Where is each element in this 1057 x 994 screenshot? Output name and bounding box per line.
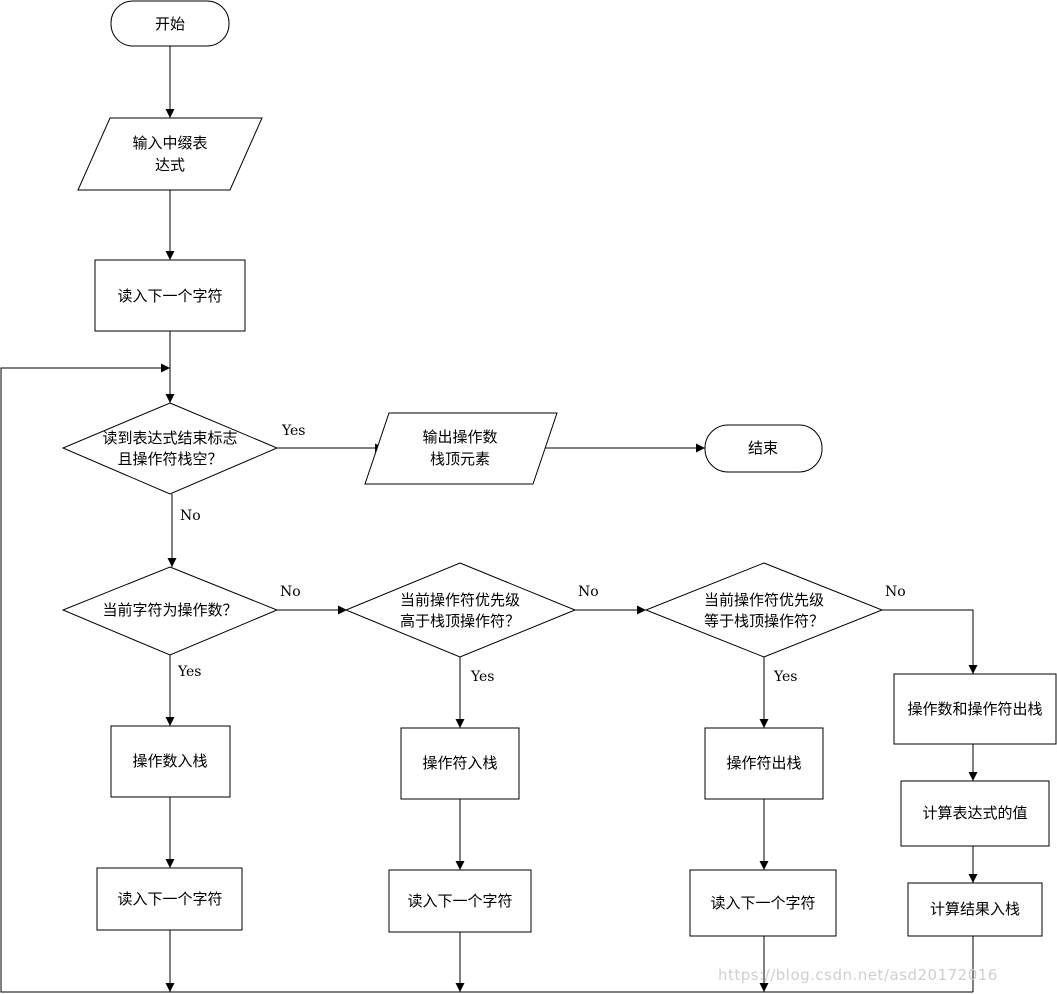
end-terminal-shape <box>704 424 823 473</box>
pop-both-box <box>893 673 1057 745</box>
equal-priority-label-line-1: 当前操作符优先级 <box>704 591 824 609</box>
compute-label: 计算表达式的值 <box>922 804 1027 822</box>
read-next-node-1: 读入下一个字符 <box>94 259 246 332</box>
push-operator-label: 操作符入栈 <box>422 754 497 772</box>
pop-both-label: 操作数和操作符出栈 <box>907 700 1042 718</box>
input-node: 输入中缀表 达式 <box>77 117 263 191</box>
is-operand-diamond <box>61 566 279 656</box>
input-label-line-2: 达式 <box>155 156 185 174</box>
push-operand-node: 操作数入栈 <box>110 725 231 798</box>
push-result-node: 计算结果入栈 <box>907 882 1043 937</box>
yes-label-end-check: Yes <box>281 423 306 439</box>
edge-loop-back <box>0 363 973 993</box>
end-label: 结束 <box>748 439 778 457</box>
start-terminal-shape <box>110 0 230 47</box>
is-operand-label: 当前字符为操作数？ <box>102 601 237 619</box>
compute-box <box>900 780 1050 847</box>
yes-label-equal-priority: Yes <box>773 669 798 685</box>
start-label: 开始 <box>155 15 185 33</box>
push-operator-node: 操作符入栈 <box>400 727 520 800</box>
higher-priority-node: 当前操作符优先级 高于栈顶操作符？ <box>344 562 577 658</box>
equal-priority-diamond <box>644 562 884 658</box>
end-check-node: 读到表达式结束标志 且操作符栈空？ <box>61 402 279 495</box>
no-label-end-check: No <box>180 508 201 524</box>
end-node: 结束 <box>704 424 823 473</box>
end-check-label-line-1: 读到表达式结束标志 <box>102 429 237 447</box>
start-node: 开始 <box>110 0 230 47</box>
no-label-equal-priority: No <box>885 584 906 600</box>
higher-priority-label-line-2: 高于栈顶操作符？ <box>400 612 520 630</box>
push-operand-label: 操作数入栈 <box>132 752 207 770</box>
equal-priority-node: 当前操作符优先级 等于栈顶操作符？ <box>644 562 884 658</box>
end-check-diamond <box>61 402 279 495</box>
push-operator-box <box>400 727 520 800</box>
input-label-line-1: 输入中缀表 <box>132 134 207 152</box>
connectors <box>0 46 978 993</box>
output-node: 输出操作数 栈顶元素 <box>364 412 558 485</box>
edge-labels: Yes No No Yes No Yes No Yes <box>177 423 906 685</box>
output-label-line-1: 输出操作数 <box>422 428 497 446</box>
end-check-label-line-2: 且操作符栈空？ <box>117 450 222 468</box>
read-next-box-1 <box>94 259 246 332</box>
push-result-box <box>907 882 1043 937</box>
read-next-box-2 <box>96 867 243 931</box>
is-operand-node: 当前字符为操作数？ <box>61 566 279 656</box>
input-parallelogram <box>77 117 263 191</box>
no-label-higher-priority: No <box>578 584 599 600</box>
yes-label-is-operand: Yes <box>177 664 202 680</box>
output-parallelogram <box>364 412 558 485</box>
read-next-node-2: 读入下一个字符 <box>96 867 243 931</box>
read-next-node-3: 读入下一个字符 <box>388 869 532 933</box>
read-next-box-4 <box>689 869 837 937</box>
push-result-label: 计算结果入栈 <box>930 900 1020 918</box>
compute-node: 计算表达式的值 <box>900 780 1050 847</box>
edge-equal-no <box>882 609 978 674</box>
read-next-label-4: 读入下一个字符 <box>710 894 815 912</box>
pop-both-node: 操作数和操作符出栈 <box>893 673 1057 745</box>
read-next-box-3 <box>388 869 532 933</box>
higher-priority-diamond <box>344 562 577 658</box>
pop-operator-node: 操作符出栈 <box>704 727 824 800</box>
no-label-is-operand: No <box>280 584 301 600</box>
push-operand-box <box>110 725 231 798</box>
read-next-label-3: 读入下一个字符 <box>407 892 512 910</box>
read-next-node-4: 读入下一个字符 <box>689 869 837 937</box>
yes-label-higher-priority: Yes <box>470 669 495 685</box>
read-next-label-2: 读入下一个字符 <box>117 890 222 908</box>
output-label-line-2: 栈顶元素 <box>430 450 490 468</box>
higher-priority-label-line-1: 当前操作符优先级 <box>400 591 520 609</box>
pop-operator-label: 操作符出栈 <box>726 754 801 772</box>
pop-operator-box <box>704 727 824 800</box>
read-next-label-1: 读入下一个字符 <box>117 287 222 305</box>
equal-priority-label-line-2: 等于栈顶操作符？ <box>704 612 824 630</box>
watermark-text: https://blog.csdn.net/asd20172016 <box>718 966 998 984</box>
